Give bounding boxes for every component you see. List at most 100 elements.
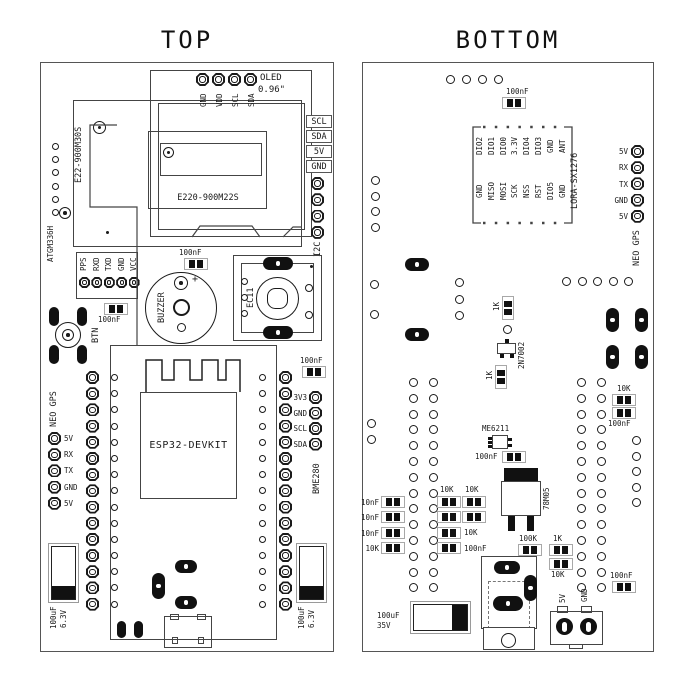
via-hole — [371, 191, 380, 201]
header-hole — [577, 425, 586, 435]
fiducial-dot — [106, 231, 109, 234]
neo-gps-pin-pad — [631, 161, 644, 175]
via-column — [371, 176, 380, 232]
neo-gps-pin-label: TX — [618, 180, 628, 189]
mounting-pad — [93, 121, 106, 134]
header-hole — [577, 409, 586, 419]
i2c-pin-pad — [311, 193, 324, 207]
header-hole — [597, 441, 606, 451]
via-hole — [632, 467, 641, 476]
smd-pad — [117, 621, 126, 638]
esp32-pin-hole — [259, 552, 266, 560]
esp32-pin-hole — [259, 600, 266, 608]
header-hole — [577, 567, 586, 577]
esp32-left-hole-column — [111, 374, 118, 608]
usb-mount-mark — [172, 637, 178, 644]
header-hole — [577, 535, 586, 545]
header-hole — [577, 393, 586, 403]
oled-pin-label: SDA — [247, 93, 256, 107]
lora-pin-label: DIO3 — [534, 136, 543, 156]
terminal-pin-label: 5V — [558, 593, 567, 603]
neo-gps-pin-label: 5V — [64, 499, 74, 508]
esp32-pin-pad — [86, 581, 99, 595]
esp32-label: ESP32-DEVKIT — [149, 440, 228, 451]
gps-pin-pad — [128, 277, 140, 288]
via-column — [455, 278, 464, 320]
esp32-pin-hole — [259, 438, 266, 446]
neo-gps-header-label: NEO GPS — [632, 230, 642, 266]
header-hole — [409, 409, 418, 419]
resistor-value: 1K — [553, 534, 563, 543]
esp32-left-pad-column — [86, 371, 99, 611]
via-hole — [624, 277, 633, 286]
capacitor-footprint — [104, 303, 128, 315]
encoder-pin-hole — [241, 294, 248, 301]
i2c-pin-pad — [311, 209, 324, 223]
via-hole — [52, 143, 59, 150]
esp32-mirror-hole-column — [429, 378, 438, 593]
header-hole — [409, 441, 418, 451]
via-hole — [455, 311, 464, 320]
header-hole — [429, 504, 438, 514]
esp32-pin-hole — [111, 487, 118, 495]
oled-name-label: OLED — [260, 73, 282, 83]
ldo-body — [492, 435, 508, 449]
via-hole — [52, 195, 59, 203]
smd-pad — [134, 621, 143, 638]
header-hole — [409, 567, 418, 577]
resistor-value: 10K — [551, 570, 565, 579]
header-hole — [577, 504, 586, 514]
top-view-title: TOP — [160, 26, 214, 54]
dc-jack-barrel — [501, 633, 516, 648]
resistor-footprint — [518, 544, 542, 556]
esp32-pin-hole — [111, 454, 118, 462]
encoder-shaft-flat — [267, 288, 288, 309]
resistor-footprint — [381, 542, 405, 554]
esp32-module-outline: ESP32-DEVKIT — [140, 392, 237, 499]
via-hole — [371, 207, 380, 216]
gps-header-pads — [79, 277, 140, 288]
via-hole — [503, 325, 512, 334]
terminal-screw — [556, 618, 573, 635]
header-hole — [429, 551, 438, 561]
capacitor-value: 100nF — [179, 248, 202, 257]
esp32-pin-pad — [86, 451, 99, 465]
atgm336h-module-label: ATGM336H — [46, 225, 55, 263]
esp32-right-pad-column — [279, 371, 292, 611]
mosfet-leg — [505, 339, 509, 343]
esp32-pin-pad — [86, 516, 99, 530]
dc-jack-pad — [524, 575, 537, 601]
cap-voltage-label: 6.3V — [307, 609, 316, 629]
via-hole — [446, 75, 455, 84]
bme280-pin-label: SCL — [293, 424, 307, 433]
header-hole — [409, 535, 418, 545]
header-hole — [409, 551, 418, 561]
via-hole — [593, 277, 602, 286]
header-hole — [597, 409, 606, 419]
i2c-header-pads — [311, 177, 324, 239]
oled-pin-pad — [244, 73, 257, 86]
esp32-pin-pad — [86, 565, 99, 579]
header-hole — [577, 583, 586, 593]
resistor-footprint — [502, 296, 514, 320]
via-hole — [367, 434, 376, 444]
lora-pin-label: 3.3V — [510, 136, 519, 156]
e220-module-label: E220-900M22S — [177, 193, 239, 203]
esp32-pin-hole — [259, 454, 266, 462]
cap-value-label: 100uF — [49, 606, 58, 630]
cap-voltage-label: 35V — [377, 621, 391, 630]
e220-inner-outline — [160, 143, 262, 176]
neo-gps-pin-pad — [631, 193, 644, 207]
mosfet-leg — [500, 354, 504, 358]
neo-gps-pin-label: RX — [618, 163, 628, 172]
lora-pin-label: NSS — [522, 184, 531, 198]
gps-pin-label: VCC — [129, 257, 138, 272]
buzzer-plus-mark: + — [192, 274, 199, 285]
via-hole — [455, 278, 464, 287]
mount-pad — [635, 308, 648, 332]
via-hole — [577, 277, 587, 286]
mount-pad — [606, 308, 619, 332]
esp32-mirror-hole-column — [409, 378, 418, 593]
esp32-pin-hole — [259, 471, 266, 479]
esp32-pin-pad — [279, 484, 292, 498]
